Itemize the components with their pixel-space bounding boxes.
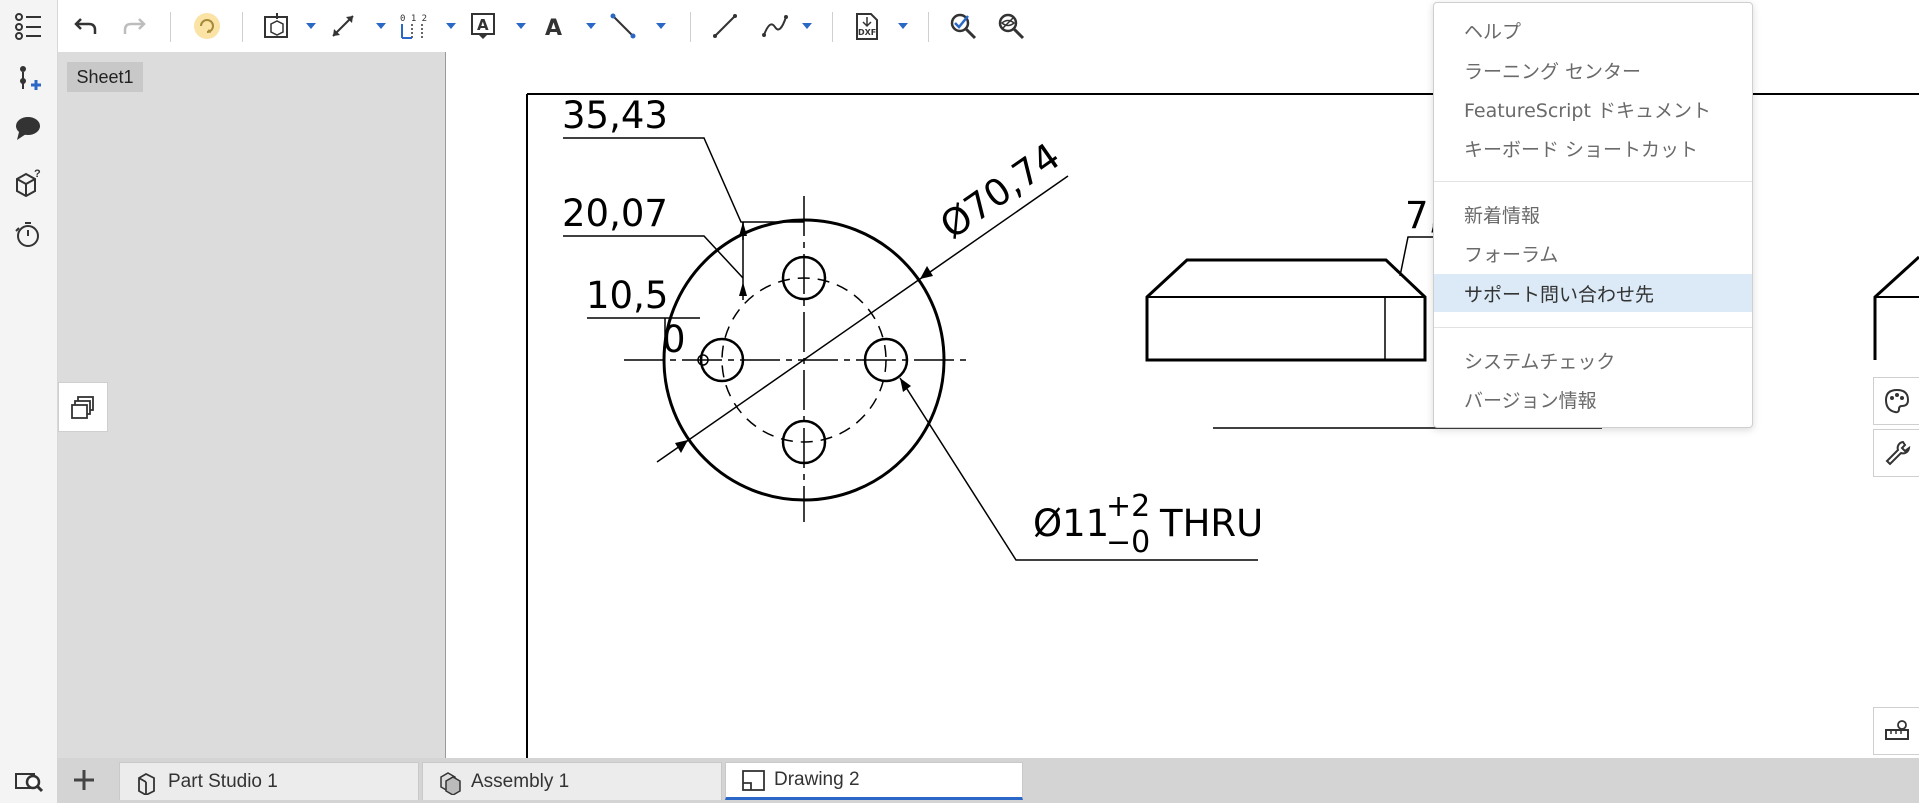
search-tabs-icon[interactable] [0, 758, 57, 803]
menu-item-keyboard-shortcuts[interactable]: キーボード ショートカット [1464, 138, 1699, 161]
svg-text:A: A [545, 16, 562, 41]
part-studio-icon [134, 769, 160, 795]
comment-icon[interactable] [8, 108, 48, 148]
dxf-import-icon[interactable]: DXF [848, 8, 886, 44]
dim-zero[interactable]: 0 [662, 318, 686, 361]
part-help-icon[interactable]: ? [8, 162, 48, 202]
redo-icon[interactable] [115, 8, 153, 44]
dimension-dropdown-icon[interactable] [374, 18, 388, 32]
spline-dropdown-icon[interactable] [800, 18, 814, 32]
tab-assembly-1[interactable]: Assembly 1 [422, 762, 722, 800]
menu-item-whats-new[interactable]: 新着情報 [1464, 204, 1541, 227]
hole-tol-plus: +2 [1106, 489, 1150, 524]
dim-10-5[interactable]: 10,5 [586, 274, 668, 317]
menu-item-forum[interactable]: フォーラム [1464, 243, 1559, 266]
menu-item-featurescript-docs[interactable]: FeatureScript ドキュメント [1464, 99, 1711, 122]
appearance-icon[interactable] [1873, 377, 1919, 425]
svg-text:DXF: DXF [858, 28, 876, 37]
ordinate-icon[interactable]: 0 1 2 [394, 8, 432, 44]
svg-text:A: A [477, 16, 489, 34]
layers-icon[interactable] [58, 382, 108, 432]
tab-drawing-2[interactable]: Drawing 2 [725, 762, 1023, 800]
svg-text:?: ? [34, 168, 41, 180]
feature-list-icon[interactable] [8, 6, 48, 46]
wrench-icon[interactable] [1873, 429, 1919, 477]
menu-item-learning-center[interactable]: ラーニング センター [1464, 60, 1642, 83]
centerline-icon[interactable] [604, 8, 642, 44]
menu-item-contact-support[interactable]: サポート問い合わせ先 [1434, 274, 1752, 312]
menu-item-system-check[interactable]: システムチェック [1464, 350, 1616, 373]
note-dropdown-icon[interactable] [514, 18, 528, 32]
side-view [1145, 258, 1427, 362]
menu-divider [1434, 327, 1752, 328]
hole-tol-minus: −0 [1106, 525, 1150, 560]
sheet-tab[interactable]: Sheet1 [67, 62, 143, 92]
note-icon[interactable]: A [464, 8, 502, 44]
insert-icon[interactable] [8, 58, 48, 98]
help-menu: ヘルプ ラーニング センター FeatureScript ドキュメント キーボー… [1433, 2, 1753, 428]
dimension-icon[interactable] [324, 8, 362, 44]
drawing-sheet: 35,43 20,07 10,5 0 Ø70,74 Ø11 +2 −0 THRU… [526, 93, 1919, 758]
menu-divider [1434, 181, 1752, 182]
insert-view-dropdown-icon[interactable] [304, 18, 318, 32]
undo-icon[interactable] [67, 8, 105, 44]
timer-icon[interactable] [8, 214, 48, 254]
dim-20-07[interactable]: 20,07 [562, 192, 668, 235]
regenerate-icon[interactable] [188, 8, 226, 44]
insert-view-icon[interactable] [258, 8, 296, 44]
tab-part-studio-1[interactable]: Part Studio 1 [119, 762, 419, 800]
svg-text:0 1 2: 0 1 2 [400, 14, 427, 24]
ordinate-dropdown-icon[interactable] [444, 18, 458, 32]
centerline-dropdown-icon[interactable] [654, 18, 668, 32]
add-tab-icon[interactable] [62, 762, 106, 798]
tab-label: Part Studio 1 [168, 770, 278, 792]
tab-label: Assembly 1 [471, 770, 570, 792]
document-tab-bar: Part Studio 1 Assembly 1 Drawing 2 [0, 758, 1919, 803]
menu-item-help[interactable]: ヘルプ [1464, 20, 1522, 43]
measure-icon[interactable] [1873, 707, 1919, 755]
dxf-dropdown-icon[interactable] [896, 18, 910, 32]
left-toolbar: ? [0, 0, 58, 803]
hole-callout-suffix: THRU [1159, 502, 1263, 545]
drawing-icon [740, 767, 766, 793]
check-icon[interactable] [944, 8, 982, 44]
tab-label: Drawing 2 [774, 769, 860, 790]
menu-item-version-info[interactable]: バージョン情報 [1464, 389, 1597, 412]
text-icon[interactable]: A [534, 8, 572, 44]
dim-35-43[interactable]: 35,43 [562, 94, 668, 137]
spline-icon[interactable] [756, 8, 794, 44]
line-icon[interactable] [706, 8, 744, 44]
sheet-panel: Sheet1 [58, 52, 446, 758]
text-dropdown-icon[interactable] [584, 18, 598, 32]
assembly-icon [437, 769, 463, 795]
hole-callout-main[interactable]: Ø11 [1033, 502, 1109, 545]
visibility-search-icon[interactable] [992, 8, 1030, 44]
